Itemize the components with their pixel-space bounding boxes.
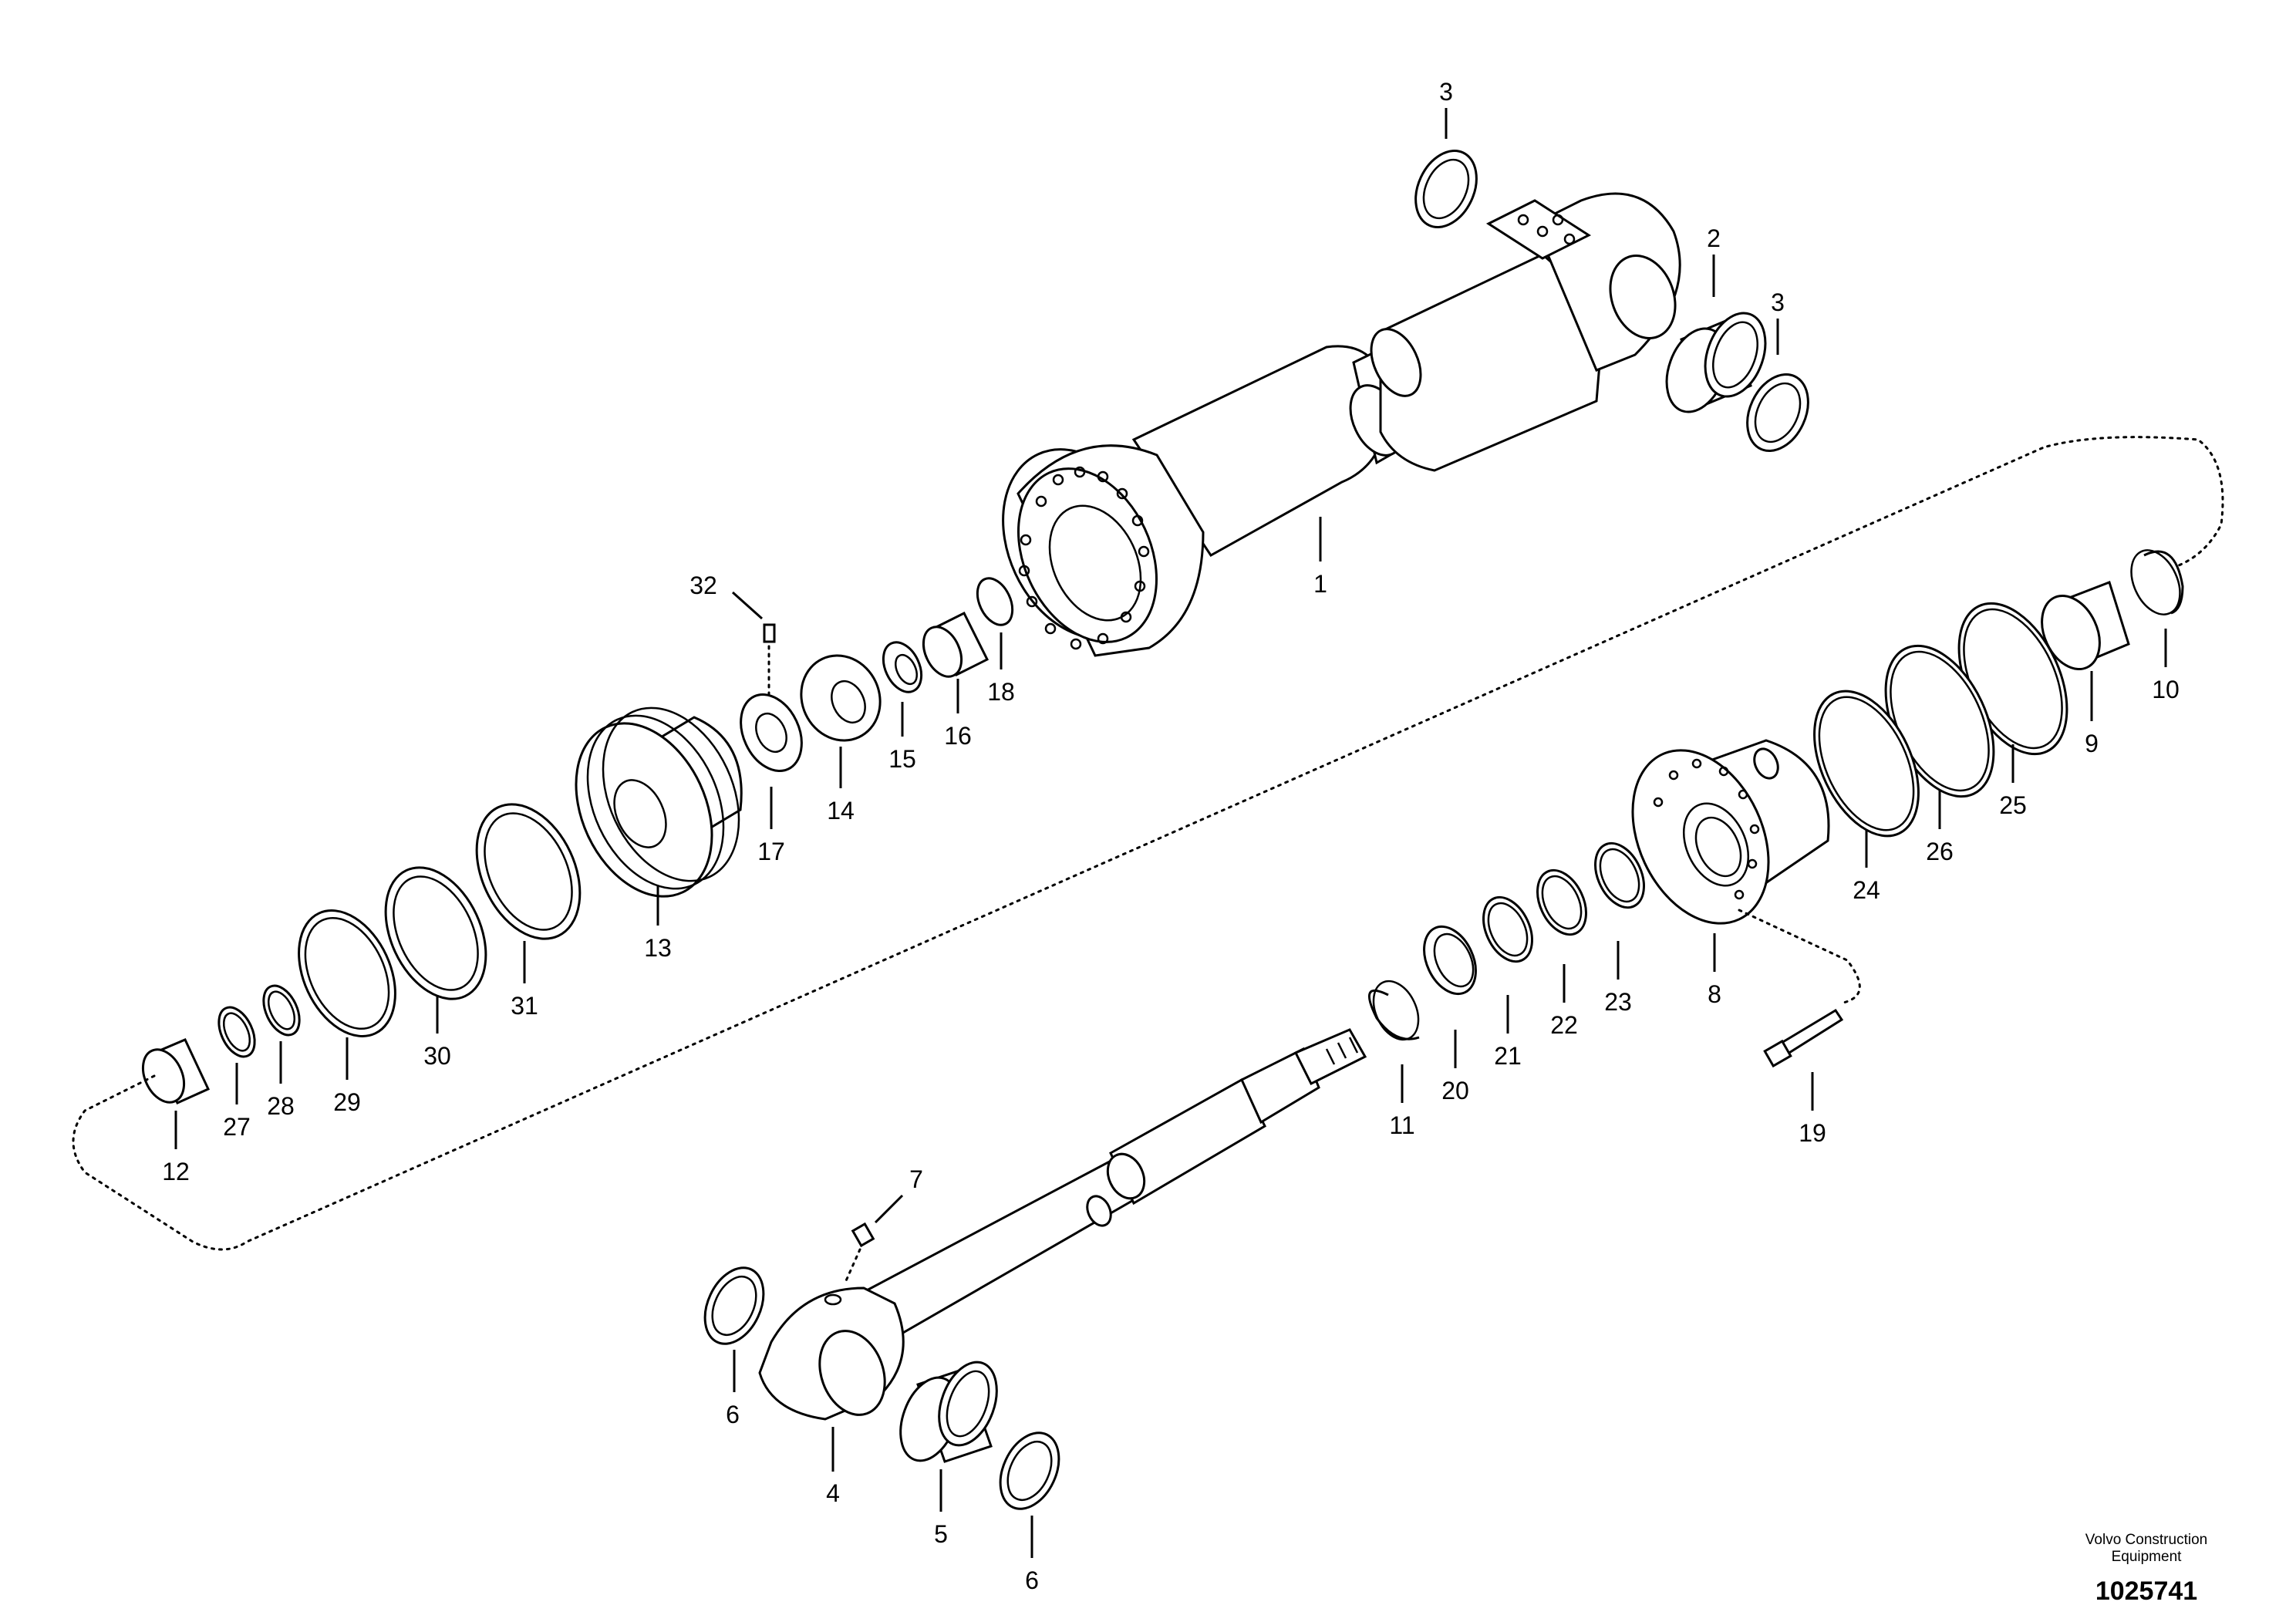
o-ring-28 [262,984,301,1084]
label-part-21: 21 [1494,1042,1522,1070]
lock-ring-17 [740,693,803,829]
seal-ring-3b [1746,319,1809,453]
seal-ring-3a [1414,108,1478,229]
label-part-7: 7 [909,1165,923,1193]
grease-nipple-7 [843,1194,904,1286]
label-part-29: 29 [333,1088,361,1116]
ring-21 [1482,895,1533,1034]
piston-13 [575,706,743,926]
label-part-31: 31 [511,992,538,1020]
label-part-16: 16 [944,722,972,750]
nut-14 [800,654,882,788]
label-part-6b: 6 [1025,1566,1039,1594]
label-part-20: 20 [1441,1077,1469,1104]
bushing-16 [922,611,990,713]
label-part-18: 18 [987,678,1015,706]
title-block: Volvo Construction Equipment 1025741 [2046,1532,2247,1607]
ring-22 [1536,868,1587,1003]
wear-ring-31 [475,803,582,983]
bolt-19 [1763,1008,1844,1111]
piston-rod-4 [758,1028,1367,1472]
label-part-15: 15 [888,745,916,773]
label-part-27: 27 [223,1113,251,1141]
label-part-6a: 6 [726,1401,740,1428]
seal-20 [1423,925,1477,1068]
label-part-24: 24 [1853,876,1880,904]
label-part-9: 9 [2085,730,2099,757]
seal-ring-29 [298,909,396,1080]
seal-ring-30 [384,866,487,1034]
bushing-5 [899,1361,998,1512]
bushing-2 [1665,255,1767,413]
snap-ring-11 [1368,980,1420,1103]
label-part-28: 28 [267,1092,295,1120]
label-part-12: 12 [162,1158,190,1185]
company-name: Volvo Construction Equipment [2085,1532,2208,1565]
snap-ring-10 [2130,549,2184,667]
label-part-2: 2 [1707,224,1721,252]
kit-boundary [72,436,2224,1251]
label-part-5: 5 [934,1520,948,1548]
label-part-3b: 3 [1771,288,1785,316]
label-part-32: 32 [689,572,717,599]
ring-18 [976,577,1014,669]
cylinder-tube [1002,192,1681,657]
drawing-number: 1025741 [2095,1576,2198,1606]
label-part-19: 19 [1799,1119,1826,1147]
label-part-22: 22 [1550,1011,1578,1039]
seal-ring-6a [703,1266,765,1392]
label-part-17: 17 [757,838,785,865]
label-part-30: 30 [423,1042,451,1070]
set-screw-32 [731,591,776,696]
seal-ring-6b [999,1431,1060,1558]
label-part-14: 14 [827,797,855,824]
label-part-25: 25 [1999,791,2027,819]
label-part-13: 13 [644,934,672,962]
seal-15 [882,641,923,737]
o-ring-27 [217,1006,256,1104]
part-labels: 1 2 3 3 4 5 6 6 7 8 9 10 11 12 13 14 15 … [162,78,2180,1594]
ring-24 [1813,690,1920,868]
label-part-4: 4 [826,1479,840,1507]
label-part-1: 1 [1313,570,1327,598]
label-part-11: 11 [1389,1111,1414,1139]
label-part-3a: 3 [1439,78,1453,106]
gland-8 [1631,739,1861,1004]
label-part-10: 10 [2152,676,2180,703]
bushing-12 [141,1038,211,1149]
label-part-23: 23 [1604,988,1632,1016]
bushing-9 [2041,581,2130,721]
label-part-26: 26 [1926,838,1954,865]
ring-23 [1594,841,1645,980]
label-part-8: 8 [1708,980,1721,1008]
